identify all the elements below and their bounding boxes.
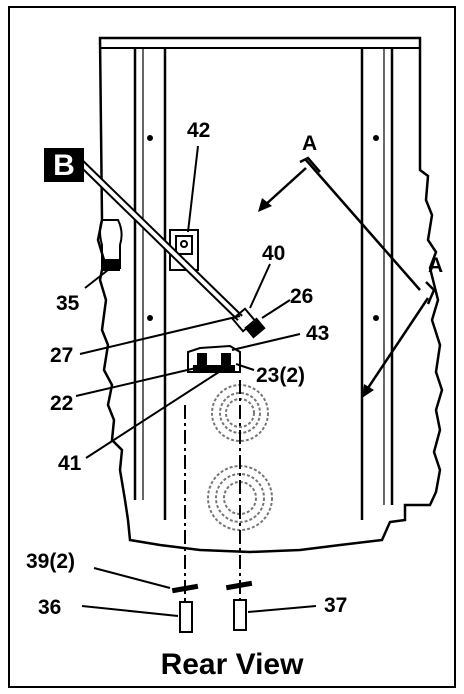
label-41: 41 bbox=[58, 452, 82, 475]
label-37: 37 bbox=[324, 594, 347, 617]
label-a-top: A bbox=[302, 132, 317, 155]
cap-36 bbox=[179, 601, 193, 633]
label-40: 40 bbox=[262, 242, 285, 265]
label-35: 35 bbox=[56, 292, 80, 315]
diagram-frame bbox=[8, 6, 456, 688]
top-rail bbox=[99, 37, 421, 49]
arrow-a-left bbox=[263, 156, 321, 207]
fitting-35 bbox=[99, 219, 123, 271]
callout-b-box bbox=[44, 148, 84, 182]
label-36: 36 bbox=[38, 596, 61, 619]
leader-lines bbox=[75, 145, 317, 617]
label-27: 27 bbox=[50, 344, 73, 367]
label-22: 22 bbox=[50, 392, 73, 415]
view-title: Rear View bbox=[161, 648, 305, 681]
valve-assembly bbox=[231, 307, 266, 339]
label-23: 23(2) bbox=[256, 364, 305, 387]
cap-37 bbox=[233, 599, 247, 631]
label-43: 43 bbox=[306, 322, 329, 345]
label-26: 26 bbox=[290, 285, 313, 308]
bracket-42 bbox=[169, 229, 199, 271]
callout-b: B bbox=[53, 149, 75, 182]
label-a-right: A bbox=[428, 254, 443, 277]
label-39: 39(2) bbox=[26, 550, 75, 573]
bolt-holes bbox=[147, 135, 379, 321]
arrow-a-right bbox=[305, 159, 436, 389]
label-42: 42 bbox=[187, 119, 210, 142]
plugs-39 bbox=[171, 580, 253, 594]
cabinet-outline bbox=[96, 36, 444, 554]
